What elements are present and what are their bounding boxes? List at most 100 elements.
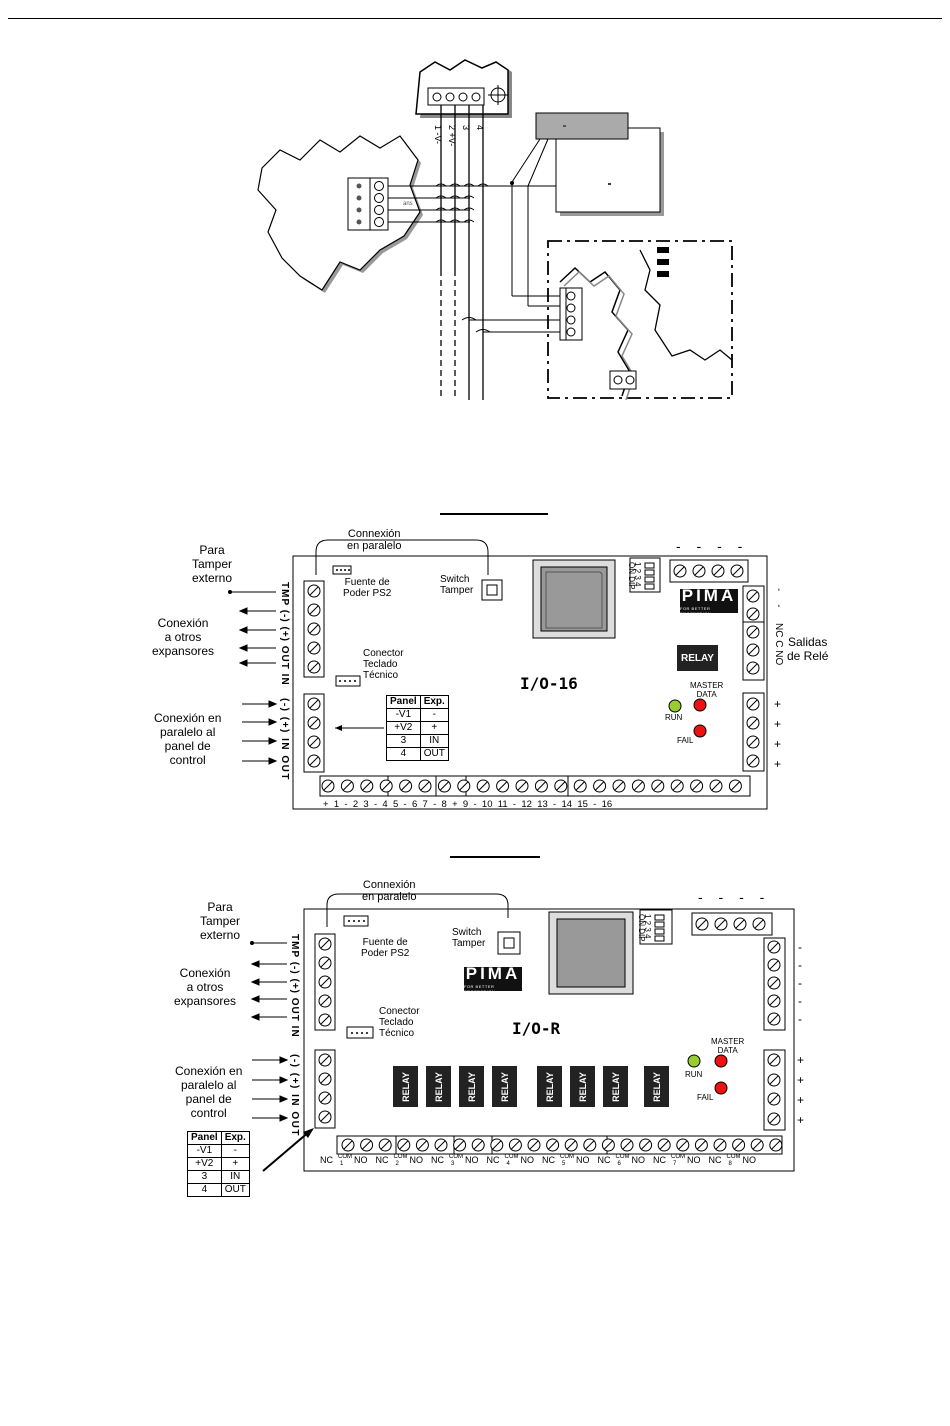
ior-bottom-screw-slot	[622, 1140, 632, 1150]
io16-switch-tamper-label: Switch Tamper	[440, 574, 474, 596]
ior-bottom-no-label: NO	[687, 1155, 701, 1165]
ior-right-minus-1: -	[798, 940, 802, 954]
ior-bottom-screw-slot	[492, 1140, 502, 1150]
io16-fail-label: FAIL	[677, 736, 694, 745]
ior-right-minus-4: -	[798, 994, 802, 1008]
ior-relay-3: RELAY	[459, 1066, 484, 1107]
ior-relay-5: RELAY	[537, 1066, 562, 1107]
io16-bottom-screws	[321, 779, 742, 793]
io16-bottom-screw-slot	[420, 781, 430, 791]
io16-right-plus-1: +	[774, 697, 782, 711]
ior-bottom-com-label: COM	[504, 1154, 519, 1160]
io16-bottom-labels: + 1 - 2 3 - 4 5 - 6 7 - 8 + 9 - 10 11 - …	[323, 799, 613, 810]
ior-bottom-screw-slot	[473, 1140, 483, 1150]
io16-bottom-screw-slot	[595, 781, 604, 791]
ior-relay-8: RELAY	[644, 1066, 669, 1107]
ior-para-tamper-label: Para Tamper externo	[200, 900, 241, 942]
ior-bottom-com-label: COM	[393, 1154, 408, 1160]
ior-bottom-n-label: 4	[506, 1161, 510, 1167]
io16-bottom-screw-slot	[653, 781, 663, 791]
top-device-screws	[432, 92, 481, 102]
control-panel-outline	[547, 240, 733, 399]
ior-bottom-screw-slot	[641, 1140, 650, 1150]
io16-bottom-screw-slot	[634, 781, 643, 791]
io16-bottom-screw-slot	[614, 781, 624, 791]
io16-bottom-screw-slot	[401, 781, 410, 791]
ior-bottom-screw-slot	[566, 1140, 576, 1150]
ior-conexion-paralelo-label: Conexión en paralelo al panel de control	[175, 1064, 243, 1120]
ior-bottom-com-label: COM	[338, 1154, 352, 1160]
ior-bottom-com-label: COM	[560, 1154, 574, 1160]
ior-bottom-screw-slot	[752, 1140, 762, 1150]
ior-bottom-screw-slot	[511, 1140, 520, 1150]
ior-parallel-label: Connexión en paralelo	[362, 879, 417, 903]
ior-bottom-screw-slot	[436, 1140, 446, 1150]
io16-salidas-label: Salidas de Relé	[787, 635, 829, 663]
io16-left-top-terminal-labels: TMP (-) (+) OUT IN	[279, 582, 290, 686]
io16-dip-numbers: 1 2 3 4	[633, 562, 642, 587]
ior-bottom-screw-slot	[548, 1140, 557, 1150]
ior-relay-4: RELAY	[492, 1066, 517, 1107]
io16-bottom-screw-slot	[672, 781, 682, 791]
io16-bottom-screw-slot	[440, 781, 449, 791]
ior-board-graphics	[250, 893, 795, 1172]
io16-fuente-label: Fuente de Poder PS2	[343, 577, 392, 599]
io16-bottom-screw-slot	[517, 781, 527, 791]
ior-right-minus-2: -	[798, 958, 802, 972]
section-rule-io16	[440, 513, 548, 515]
ior-bottom-nc-label: NC	[431, 1155, 444, 1165]
ior-conector-label: Conector Teclado Técnico	[379, 1006, 420, 1039]
ior-dip-numbers: 1 2 3 4	[643, 914, 652, 939]
ior-bottom-n-label: 1	[340, 1161, 344, 1167]
ior-bottom-nc-label: NC	[320, 1155, 333, 1165]
ior-bottom-screw-slot	[734, 1140, 743, 1150]
ior-bottom-screw-slot	[455, 1140, 464, 1150]
io16-right-plus-4: +	[774, 757, 782, 771]
io16-bottom-screw-slot	[575, 781, 585, 791]
ior-bottom-nc-label: NC	[486, 1155, 500, 1165]
io16-relay-block: RELAY	[677, 645, 718, 671]
ior-switch-tamper-label: Switch Tamper	[452, 927, 486, 949]
io16-left-bottom-terminal-labels: (-) (+) IN OUT	[279, 698, 290, 781]
io16-conexion-paralelo-label: Conexión en paralelo al panel de control	[154, 711, 222, 767]
ior-bottom-n-label: 7	[673, 1161, 677, 1167]
io16-parallel-label: Connexión en paralelo	[347, 528, 402, 552]
ior-bottom-n-label: 2	[395, 1161, 399, 1167]
ior-top-dashes: - - - -	[698, 889, 771, 905]
ior-bottom-screw-slot	[678, 1140, 688, 1150]
ior-bottom-screw-slot	[715, 1140, 725, 1150]
ior-conexion-otros-label: Conexión a otros expansores	[174, 966, 237, 1008]
io16-master-data-label: MASTER DATA	[690, 681, 724, 699]
ior-bottom-nc-label: NC	[375, 1155, 389, 1165]
ior-right-plus-3: +	[797, 1093, 805, 1107]
ior-right-plus-2: +	[797, 1073, 805, 1087]
ior-bottom-com-label: COM	[615, 1154, 630, 1160]
io16-bottom-screw-slot	[537, 781, 546, 791]
ior-bottom-screw-slot	[604, 1140, 613, 1150]
ior-bottom-screw-slot	[418, 1140, 427, 1150]
io16-title: I/O-16	[520, 674, 578, 693]
ior-bottom-screw-slot	[343, 1140, 353, 1150]
ior-bottom-screw-slot	[697, 1140, 706, 1150]
section-rule-ior	[450, 856, 540, 858]
io16-bottom-screw-slot	[478, 781, 488, 791]
ior-bottom-screw-slot	[399, 1140, 409, 1150]
power-supply-box	[555, 127, 661, 213]
ior-right-minus-3: -	[798, 976, 802, 990]
io16-bottom-screw-slot	[343, 781, 352, 791]
io16-bottom-screw-slot	[556, 781, 566, 791]
ior-bottom-nc-label: NC	[653, 1155, 666, 1165]
ior-right-plus-4: +	[797, 1113, 805, 1127]
ior-bottom-n-label: 3	[451, 1161, 455, 1167]
ior-bottom-n-label: 5	[562, 1161, 566, 1167]
top-terminal-label-1: 1 -V-	[433, 125, 443, 145]
io16-right-plus-2: +	[774, 717, 782, 731]
ior-bottom-screws	[341, 1138, 783, 1152]
io16-bottom-screw-slot	[323, 781, 333, 791]
io16-bottom-screw-slot	[711, 781, 721, 791]
io16-run-label: RUN	[665, 713, 683, 722]
